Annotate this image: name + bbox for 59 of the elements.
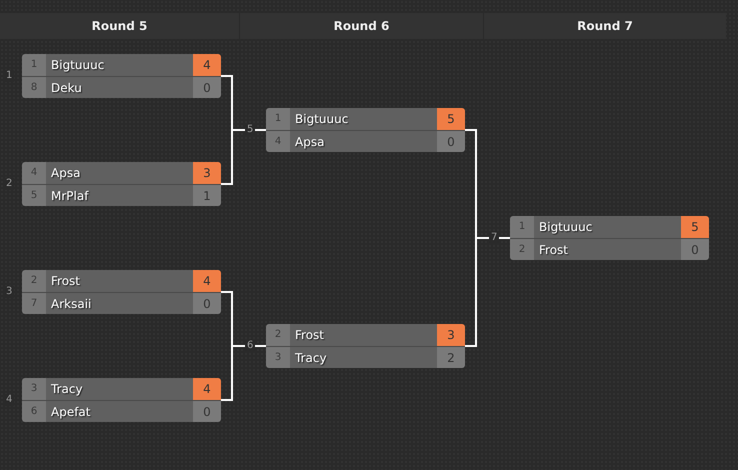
score: 0 bbox=[193, 76, 221, 98]
player-name: Bigtuuuc bbox=[290, 108, 437, 130]
seed-number: 4 bbox=[22, 162, 46, 184]
winning-score: 4 bbox=[193, 378, 221, 400]
player-name: MrPlaf bbox=[46, 184, 193, 206]
winning-score: 3 bbox=[193, 162, 221, 184]
player-name: Tracy bbox=[46, 378, 193, 400]
seed-number: 7 bbox=[22, 292, 46, 314]
seed-number: 3 bbox=[266, 346, 290, 368]
winning-score: 4 bbox=[193, 270, 221, 292]
player-name: Apefat bbox=[46, 400, 193, 422]
player-name: Deku bbox=[46, 76, 193, 98]
player-name: Bigtuuuc bbox=[46, 54, 193, 76]
score: 0 bbox=[193, 292, 221, 314]
player-name: Frost bbox=[290, 324, 437, 346]
winning-score: 5 bbox=[681, 216, 709, 238]
seed-number: 6 bbox=[22, 400, 46, 422]
score: 0 bbox=[193, 400, 221, 422]
player-name: Tracy bbox=[290, 346, 437, 368]
seed-number: 2 bbox=[510, 238, 534, 260]
match-card bbox=[22, 162, 221, 206]
match-number: 2 bbox=[4, 178, 14, 190]
seed-number: 5 bbox=[22, 184, 46, 206]
match-number: 5 bbox=[245, 124, 256, 136]
match-card bbox=[266, 324, 465, 368]
match-number: 4 bbox=[4, 394, 14, 406]
match-card bbox=[266, 108, 465, 152]
player-name: Arksaii bbox=[46, 292, 193, 314]
winning-score: 4 bbox=[193, 54, 221, 76]
score: 2 bbox=[437, 346, 465, 368]
round-header: Round 5 bbox=[0, 13, 239, 39]
player-name: Bigtuuuc bbox=[534, 216, 681, 238]
match-card bbox=[22, 54, 221, 98]
seed-number: 4 bbox=[266, 130, 290, 152]
round-header: Round 6 bbox=[240, 13, 483, 39]
player-name: Apsa bbox=[290, 130, 437, 152]
score: 0 bbox=[681, 238, 709, 260]
round-header: Round 7 bbox=[484, 13, 726, 39]
match-card bbox=[510, 216, 709, 260]
match-card bbox=[22, 270, 221, 314]
match-number: 3 bbox=[4, 286, 14, 298]
score: 0 bbox=[437, 130, 465, 152]
match-number: 6 bbox=[245, 340, 256, 352]
player-name: Frost bbox=[534, 238, 681, 260]
player-name: Frost bbox=[46, 270, 193, 292]
winning-score: 5 bbox=[437, 108, 465, 130]
match-card bbox=[22, 378, 221, 422]
match-number: 1 bbox=[4, 70, 14, 82]
seed-number: 1 bbox=[22, 54, 46, 76]
seed-number: 3 bbox=[22, 378, 46, 400]
winning-score: 3 bbox=[437, 324, 465, 346]
seed-number: 1 bbox=[510, 216, 534, 238]
seed-number: 8 bbox=[22, 76, 46, 98]
match-number: 7 bbox=[489, 232, 500, 244]
seed-number: 2 bbox=[22, 270, 46, 292]
player-name: Apsa bbox=[46, 162, 193, 184]
score: 1 bbox=[193, 184, 221, 206]
seed-number: 1 bbox=[266, 108, 290, 130]
seed-number: 2 bbox=[266, 324, 290, 346]
